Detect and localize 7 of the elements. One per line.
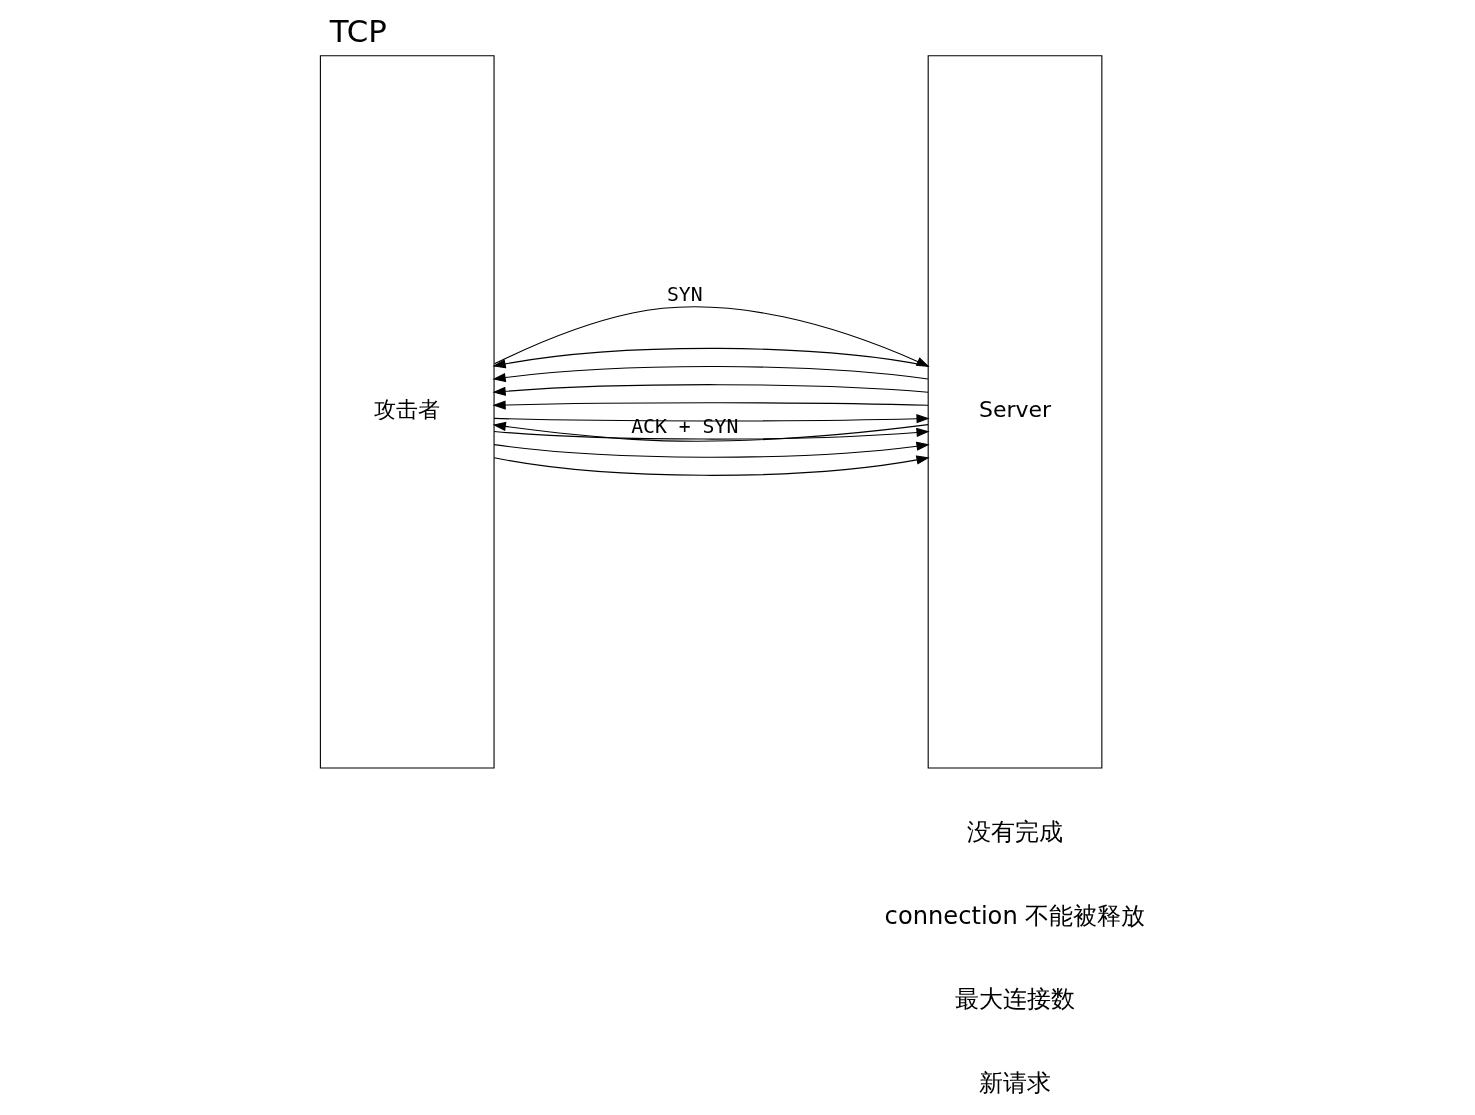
edge-label: ACK + SYN xyxy=(631,415,739,439)
diagram-title: TCP xyxy=(329,12,387,49)
label: connection 不能被释放 xyxy=(884,901,1146,930)
label: 最大连接数 xyxy=(955,985,1076,1014)
label: 新请求 xyxy=(979,1068,1052,1097)
label: 没有完成 xyxy=(967,818,1064,847)
edge-label: SYN xyxy=(666,283,703,307)
